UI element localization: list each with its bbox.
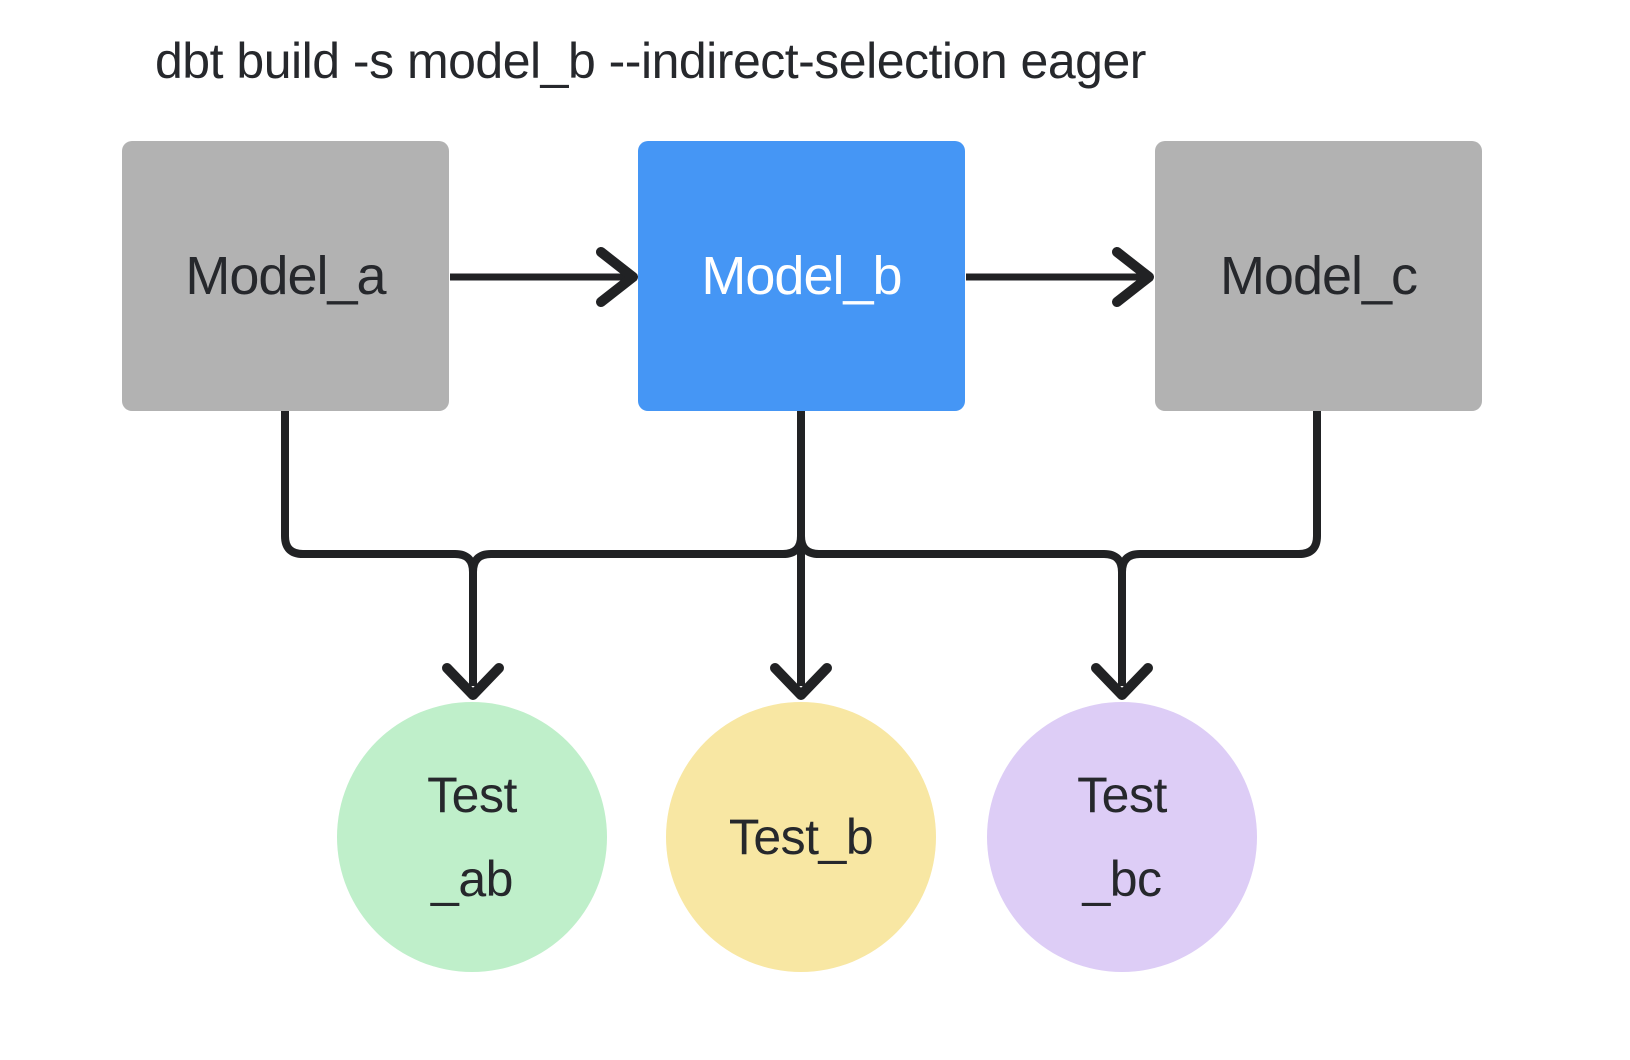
node-test-ab-label-line2: _ab [431,851,513,907]
node-model-b-label: Model_b [701,246,902,306]
arrowhead-model-b-icon [596,247,638,307]
node-model-c-label: Model_c [1219,246,1418,306]
node-model-b: Model_b [638,141,965,411]
node-test-b-label: Test_b [728,809,874,865]
node-model-a: Model_a [122,141,449,411]
arrowhead-model-c-icon [1112,247,1154,307]
node-model-c: Model_c [1155,141,1482,411]
edge-model-c-test-bc [1118,411,1321,686]
arrowhead-test-b-icon [770,663,832,700]
node-test-bc-label-line2: _bc [1082,851,1162,907]
edge-model-b-test-ab [469,411,805,686]
edge-model-b-test-bc [797,411,1126,686]
node-test-ab: Test _ab [337,702,607,972]
node-test-b: Test_b [666,702,936,972]
arrowhead-test-bc-icon [1091,663,1153,700]
node-test-ab-label-line1: Test [427,767,517,823]
arrowhead-test-ab-icon [442,663,504,700]
node-test-bc-label-line1: Test [1077,767,1167,823]
node-model-a-label: Model_a [185,246,386,306]
edge-model-a-test-ab [281,411,477,686]
node-test-bc: Test _bc [987,702,1257,972]
command-title: dbt build -s model_b --indirect-selectio… [155,33,1146,89]
